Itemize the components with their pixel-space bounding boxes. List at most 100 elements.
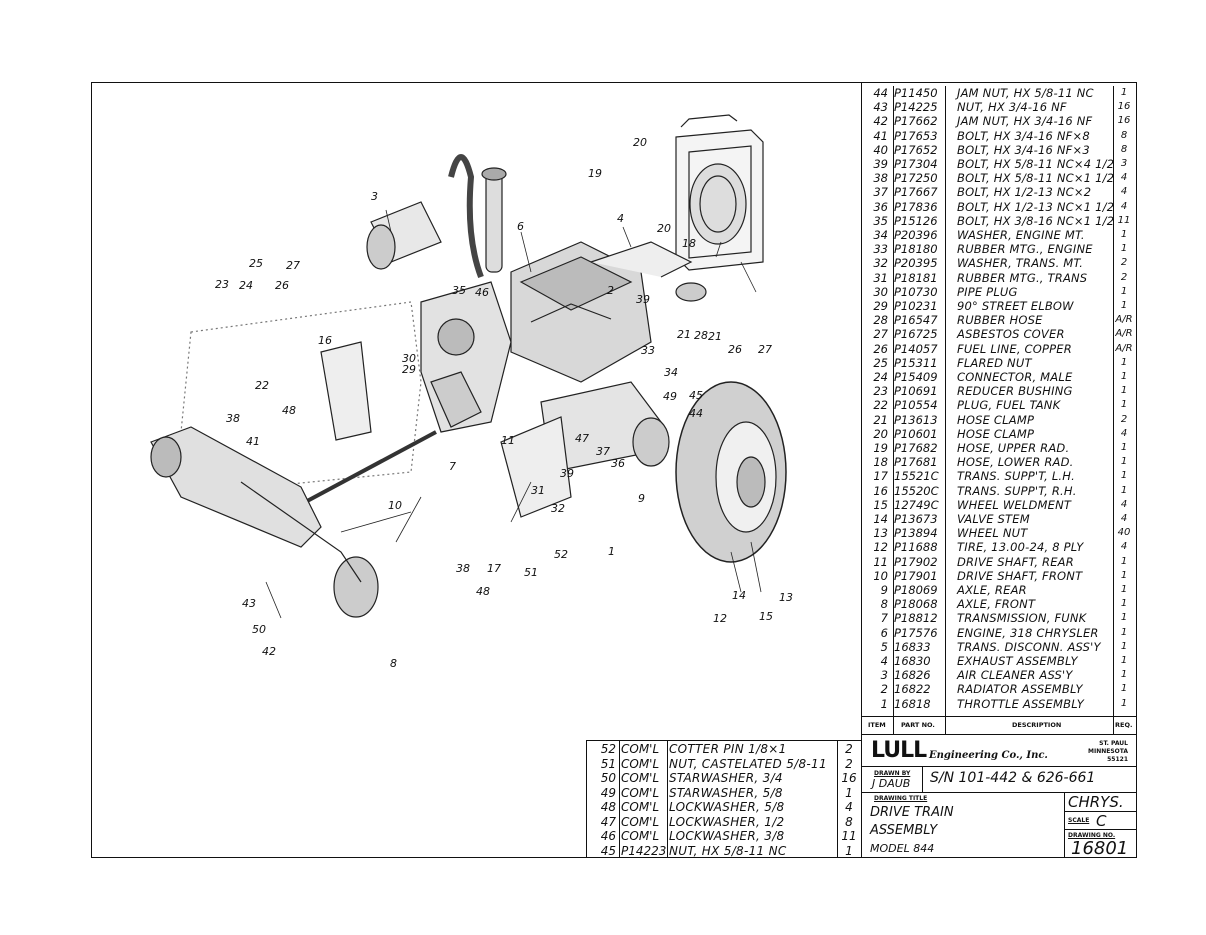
bottom-cell-req: 11 [841, 829, 857, 843]
parts-cell-req: 1 [1120, 371, 1128, 382]
parts-cell-desc: EXHAUST ASSEMBLY [957, 654, 1078, 668]
parts-cell-item: 17 [873, 469, 888, 484]
parts-cell-part: P14225 [894, 100, 938, 115]
callout-7: 7 [449, 460, 456, 473]
parts-cell-desc: BOLT, HX 5/8-11 NC×4 1/2 [957, 157, 1115, 171]
parts-cell-req: 1 [1120, 87, 1128, 98]
parts-cell-req: A/R [1115, 328, 1133, 340]
parts-cell-part: P17681 [894, 455, 938, 470]
parts-cell-item: 41 [873, 128, 888, 143]
parts-cell-desc: HOSE CLAMP [957, 412, 1035, 427]
parts-cell-desc: TRANSMISSION, FUNK [957, 611, 1087, 626]
parts-cell-item: 7 [880, 611, 888, 626]
parts-cell-desc: WASHER, TRANS. MT. [957, 256, 1084, 271]
parts-cell-part: P18069 [894, 583, 938, 597]
drawing-border [91, 82, 1137, 858]
bottom-col-sep-desc [837, 740, 838, 858]
parts-cell-req: 4 [1120, 513, 1128, 524]
parts-cell-req: 4 [1120, 172, 1128, 184]
parts-cell-item: 42 [873, 114, 888, 129]
header-bottom-line [861, 734, 1137, 735]
parts-cell-desc: BOLT, HX 5/8-11 NC×1 1/2 [957, 171, 1115, 186]
parts-cell-part: P10601 [894, 426, 938, 441]
parts-cell-item: 13 [873, 526, 888, 541]
parts-cell-part: P17902 [894, 554, 938, 569]
callout-3: 3 [371, 190, 378, 203]
address-line1: ST. PAUL [1099, 740, 1128, 747]
bottom-cell-part: COM'L [621, 771, 660, 785]
callout-2: 2 [607, 284, 614, 297]
title-line2: ASSEMBLY [870, 823, 938, 838]
parts-cell-part: P14057 [894, 341, 938, 356]
parts-cell-req: 1 [1120, 442, 1128, 453]
parts-cell-item: 23 [873, 384, 888, 399]
parts-cell-item: 20 [873, 426, 888, 441]
callout-27b: 27 [758, 343, 772, 356]
serial-numbers: S/N 101-442 & 626-661 [930, 770, 1096, 786]
parts-cell-item: 18 [873, 455, 888, 470]
parts-cell-item: 9 [880, 583, 888, 597]
parts-cell-req: 1 [1120, 285, 1128, 297]
parts-cell-part: 16833 [894, 639, 931, 654]
bottom-cell-desc: STARWASHER, 3/4 [669, 771, 783, 785]
bottom-cell-part: COM'L [621, 814, 660, 829]
parts-cell-req: 1 [1120, 669, 1128, 681]
parts-cell-req: 1 [1120, 598, 1128, 610]
title-line1: DRIVE TRAIN [870, 805, 954, 820]
callout-26b: 26 [728, 343, 742, 356]
parts-cell-req: 1 [1120, 229, 1128, 240]
parts-cell-part: P16725 [894, 327, 938, 342]
parts-cell-item: 28 [873, 313, 888, 328]
parts-cell-item: 12 [873, 540, 888, 555]
parts-cell-item: 1 [880, 696, 888, 711]
parts-cell-part: P17662 [894, 114, 938, 129]
parts-cell-item: 24 [873, 370, 888, 384]
parts-cell-part: P18068 [894, 597, 938, 612]
bottom-cell-desc: NUT, HX 5/8-11 NC [669, 843, 787, 858]
bottom-cell-item: 52 [600, 742, 616, 756]
parts-cell-part: P11450 [894, 86, 938, 100]
parts-cell-part: P18181 [894, 270, 938, 285]
callout-6: 6 [517, 220, 524, 233]
rear-axle-illustration [540, 381, 670, 473]
parts-cell-req: 1 [1120, 612, 1128, 624]
parts-cell-req: 2 [1120, 413, 1128, 425]
parts-cell-desc: TRANS. DISCONN. ASS'Y [957, 639, 1101, 654]
address-line2: MINNESOTA [1088, 748, 1129, 755]
parts-cell-item: 25 [873, 355, 888, 370]
callout-41: 41 [246, 435, 260, 448]
parts-cell-item: 38 [873, 171, 888, 186]
parts-cell-item: 32 [873, 256, 888, 271]
bottom-cell-part: P14223 [621, 843, 667, 858]
parts-cell-item: 31 [873, 270, 888, 285]
parts-cell-req: 1 [1120, 385, 1128, 397]
parts-cell-desc: JAM NUT, HX 3/4-16 NF [957, 114, 1093, 129]
parts-cell-part: P17836 [894, 199, 938, 214]
parts-cell-part: P18180 [894, 242, 938, 257]
parts-cell-req: 1 [1120, 683, 1128, 695]
parts-cell-item: 4 [880, 654, 888, 668]
parts-cell-desc: TRANS. SUPP'T, R.H. [957, 483, 1077, 498]
callout-8: 8 [390, 657, 397, 670]
header-desc: DESCRIPTION [1012, 721, 1062, 729]
title-line-2 [861, 792, 1137, 793]
parts-cell-part: 16830 [894, 654, 931, 668]
callout-21: 21 [677, 328, 691, 341]
company-address: ST. PAUL MINNESOTA 55121 [1088, 740, 1128, 764]
parts-cell-req: 1 [1120, 243, 1128, 255]
parts-cell-part: P20395 [894, 256, 938, 271]
parts-cell-desc: DRIVE SHAFT, FRONT [957, 568, 1083, 583]
parts-cell-desc: DRIVE SHAFT, REAR [957, 554, 1074, 569]
parts-cell-part: P15126 [894, 213, 938, 228]
parts-cell-desc: BOLT, HX 1/2-13 NC×1 1/2 [957, 199, 1115, 214]
bottom-cell-part: COM'L [621, 742, 660, 756]
parts-cell-item: 8 [880, 597, 888, 612]
callout-39b: 39 [636, 293, 650, 306]
